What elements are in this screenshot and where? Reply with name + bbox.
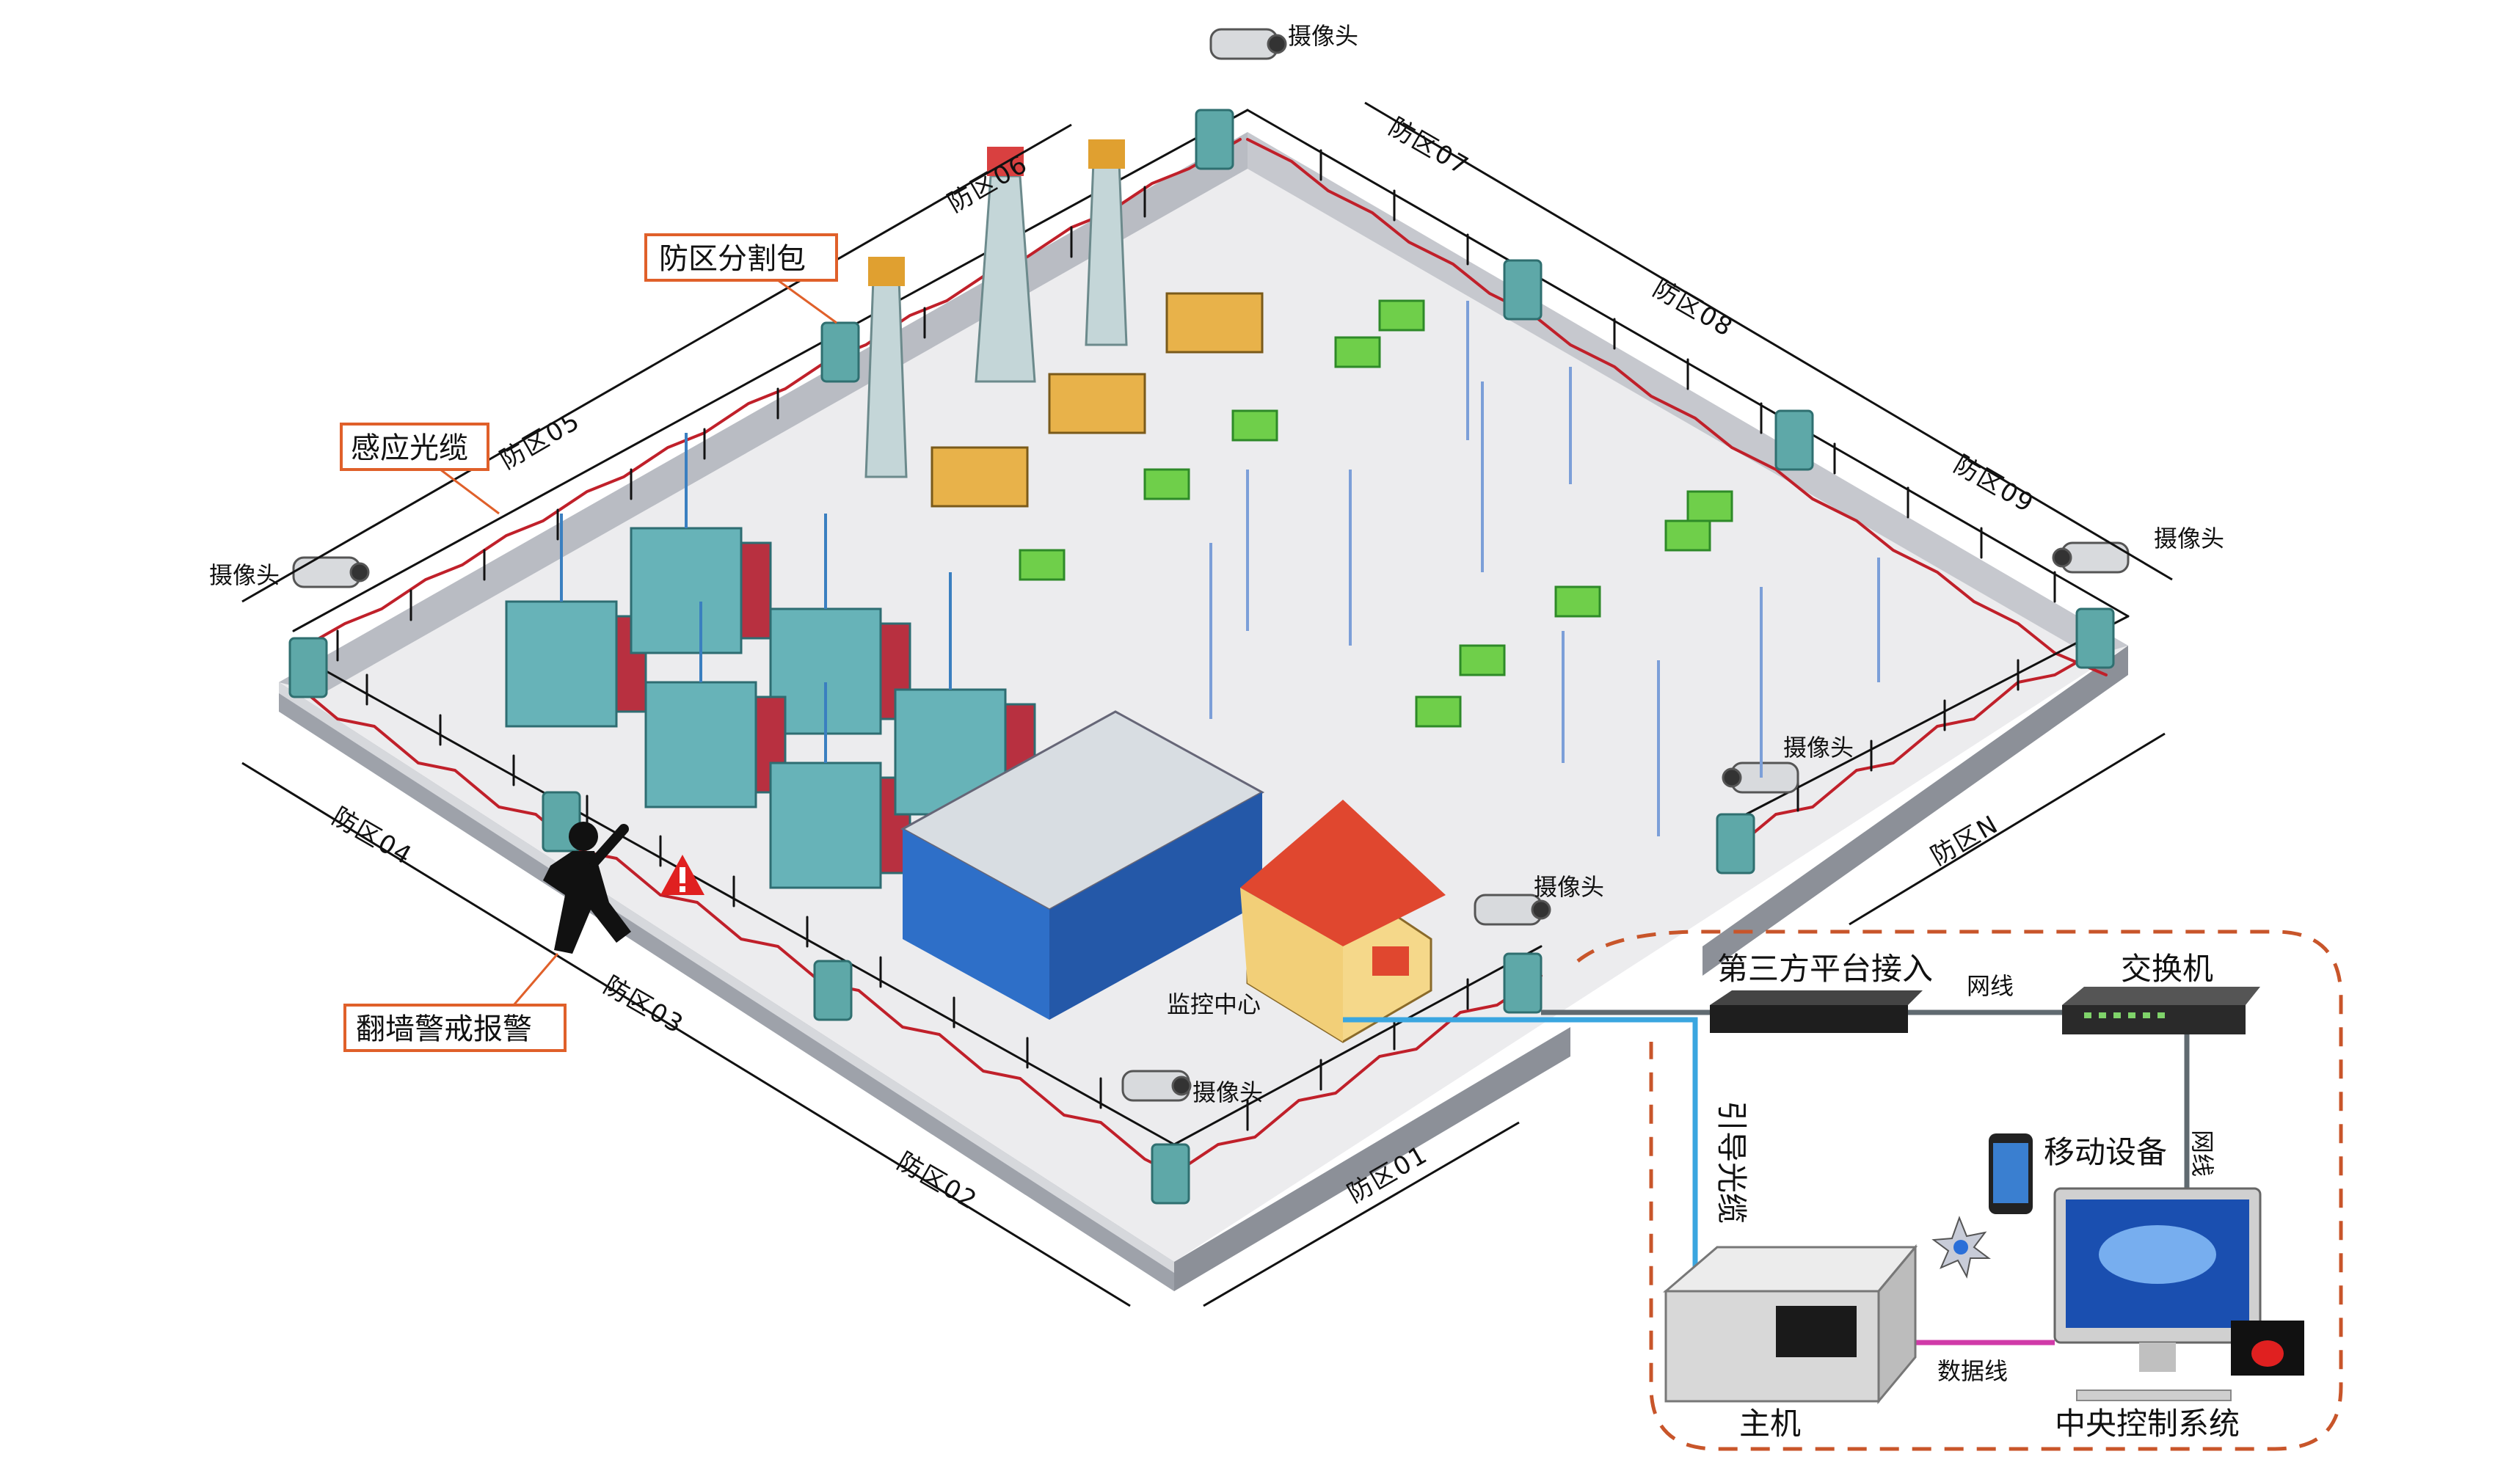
- svg-text:感应光缆: 感应光缆: [351, 431, 468, 465]
- third-party-device: [1710, 990, 1923, 1033]
- perimeter-fence: [292, 109, 2130, 1175]
- camera-label-right: 摄像头: [2154, 525, 2224, 552]
- alarm-light-icon: [2231, 1321, 2304, 1376]
- camera-label-bottom: 摄像头: [1192, 1078, 1263, 1106]
- zone-label-n: 防区N: [1926, 809, 2004, 871]
- cameras: [292, 28, 2130, 1102]
- camera-top: [1209, 28, 1287, 60]
- zone-split-boxes: [288, 109, 2115, 1205]
- camera-label-top: 摄像头: [1288, 22, 1358, 50]
- guide-cable-label: 引导光缆: [1714, 1100, 1749, 1224]
- camera-front: [1474, 894, 1551, 926]
- callout-sensing-cable: 感应光缆: [340, 423, 500, 515]
- callout-split-box: 防区分割包: [644, 233, 838, 324]
- chimneys: [864, 139, 1128, 478]
- site-platform: [279, 132, 2128, 1291]
- monitor-center-house: [1240, 800, 1446, 1043]
- zone-label-09: 防区09: [1949, 450, 2039, 519]
- transformer-masts: [560, 433, 952, 763]
- zone-label-03: 防区03: [599, 971, 689, 1040]
- host-label: 主机: [1739, 1406, 1801, 1442]
- warning-icon: [660, 855, 704, 895]
- net-cable-label-horizontal: 网线: [1967, 972, 2014, 1000]
- monitor-center-label: 监控中心: [1167, 990, 1261, 1018]
- camera-label-inner-right: 摄像头: [1783, 734, 1854, 762]
- camera-bottom: [1121, 1070, 1192, 1102]
- switch-label: 交换机: [2121, 951, 2213, 987]
- svg-text:翻墙警戒报警: 翻墙警戒报警: [356, 1012, 532, 1046]
- central-control-label: 中央控制系统: [2055, 1406, 2240, 1442]
- intruder-figure: [543, 822, 631, 954]
- central-monitor: [2053, 1187, 2262, 1401]
- control-building: [900, 710, 1265, 1020]
- camera-label-front: 摄像头: [1534, 873, 1604, 901]
- wireless-signal-icon: [1931, 1216, 1991, 1279]
- network-cables: [1343, 1009, 2190, 1345]
- camera-inner-right: [1722, 762, 1799, 794]
- host-computer: [1662, 1244, 1918, 1405]
- network-switch: [2062, 987, 2260, 1034]
- svg-text:防区分割包: 防区分割包: [659, 242, 806, 276]
- transformers: [505, 527, 1036, 889]
- callout-climb-alarm: 翻墙警戒报警: [343, 953, 567, 1052]
- zone-label-05: 防区05: [495, 406, 586, 475]
- zone-label-07: 防区07: [1384, 112, 1474, 181]
- camera-label-left: 摄像头: [209, 561, 280, 589]
- net-cable-label-vertical: 网线: [2188, 1130, 2216, 1177]
- camera-left: [292, 556, 370, 588]
- zone-dimension-lines: [241, 101, 2173, 1307]
- switchgear-units: [931, 292, 1264, 508]
- data-cable-label: 数据线: [1937, 1357, 2008, 1385]
- zone-label-04: 防区04: [327, 802, 418, 871]
- zone-label-08: 防区08: [1648, 274, 1738, 343]
- third-party-label: 第三方平台接入: [1717, 951, 1933, 987]
- control-network-region: [1576, 930, 2343, 1451]
- mobile-device-label: 移动设备: [2044, 1134, 2167, 1170]
- pylons-and-insulators: [1019, 299, 1880, 836]
- mobile-phone-icon: [1989, 1133, 2033, 1214]
- camera-right: [2052, 541, 2130, 574]
